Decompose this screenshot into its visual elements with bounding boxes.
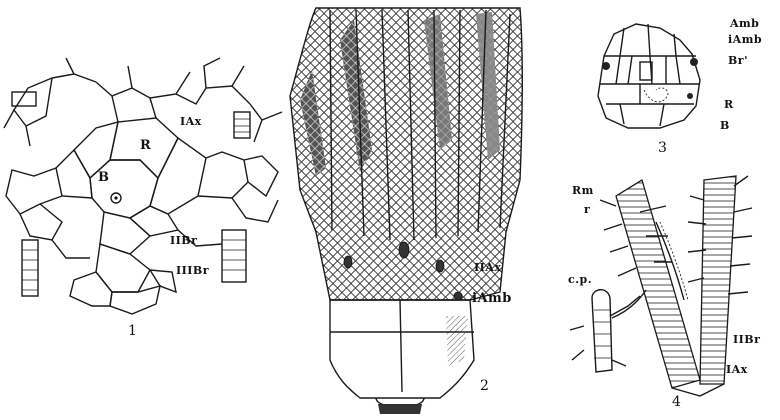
label-fig3-iamb: iAmb: [728, 33, 762, 46]
label-fig4-cp: c.p.: [568, 273, 592, 286]
label-fig1-r: R: [140, 138, 151, 153]
figure-2-drawing: [290, 8, 522, 414]
figure-number-1: 1: [128, 323, 137, 339]
figure-3-drawing: [598, 24, 700, 128]
label-fig3-br: Br': [728, 54, 748, 67]
figure-1-drawing: [4, 58, 282, 314]
label-fig3-b: B: [720, 119, 730, 132]
figure-number-3: 3: [658, 140, 667, 156]
label-fig4-r: r: [584, 203, 590, 216]
label-fig1-iiibr: IIIBr: [176, 264, 209, 277]
label-fig4-iax: IAx: [726, 363, 748, 376]
label-fig4-iibr: IIBr: [733, 333, 760, 346]
label-fig1-b: B: [98, 170, 110, 185]
label-fig3-amb: Amb: [730, 17, 759, 30]
label-fig1-iibr: IIBr: [170, 234, 197, 247]
figure-4-drawing: [570, 176, 752, 396]
label-fig1-iax: IAx: [180, 115, 202, 128]
label-fig3-r: R: [724, 98, 734, 111]
figure-number-2: 2: [480, 378, 489, 394]
label-fig2-iamb: iAmb: [472, 291, 512, 306]
label-fig2-iiax: IIAx: [474, 261, 501, 274]
figure-number-4: 4: [672, 394, 681, 410]
label-fig4-rm: Rm: [572, 184, 594, 197]
